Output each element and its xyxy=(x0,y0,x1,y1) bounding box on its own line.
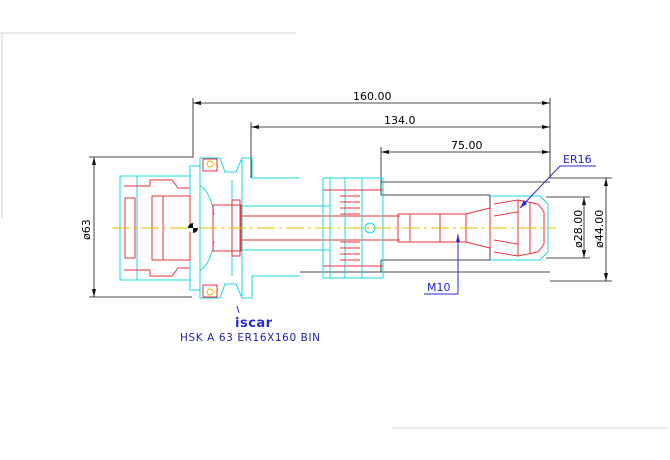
dim-length-from-flange: 134.0 xyxy=(384,114,416,127)
collet-callout-label: ER16 xyxy=(563,153,592,166)
iscar-logo: iscar xyxy=(235,305,273,331)
dim-flange-diameter: ø63 xyxy=(80,219,93,240)
dimension-lines xyxy=(89,98,612,298)
dim-overall-length: 160.00 xyxy=(353,90,392,103)
dim-body-diameter: ø44.00 xyxy=(593,210,606,248)
dim-collet-diameter: ø28.00 xyxy=(572,210,585,248)
tool-designation: HSK A 63 ER16X160 BIN xyxy=(180,332,321,344)
svg-text:iscar: iscar xyxy=(235,316,273,331)
dim-front-length: 75.00 xyxy=(451,139,483,152)
thread-callout-label: M10 xyxy=(427,281,451,294)
body-ring-grooves xyxy=(340,195,360,261)
collet-callout xyxy=(519,165,596,209)
tool-holder-outline xyxy=(112,157,556,299)
thread-callout xyxy=(424,234,460,295)
sheet-border xyxy=(0,32,668,429)
